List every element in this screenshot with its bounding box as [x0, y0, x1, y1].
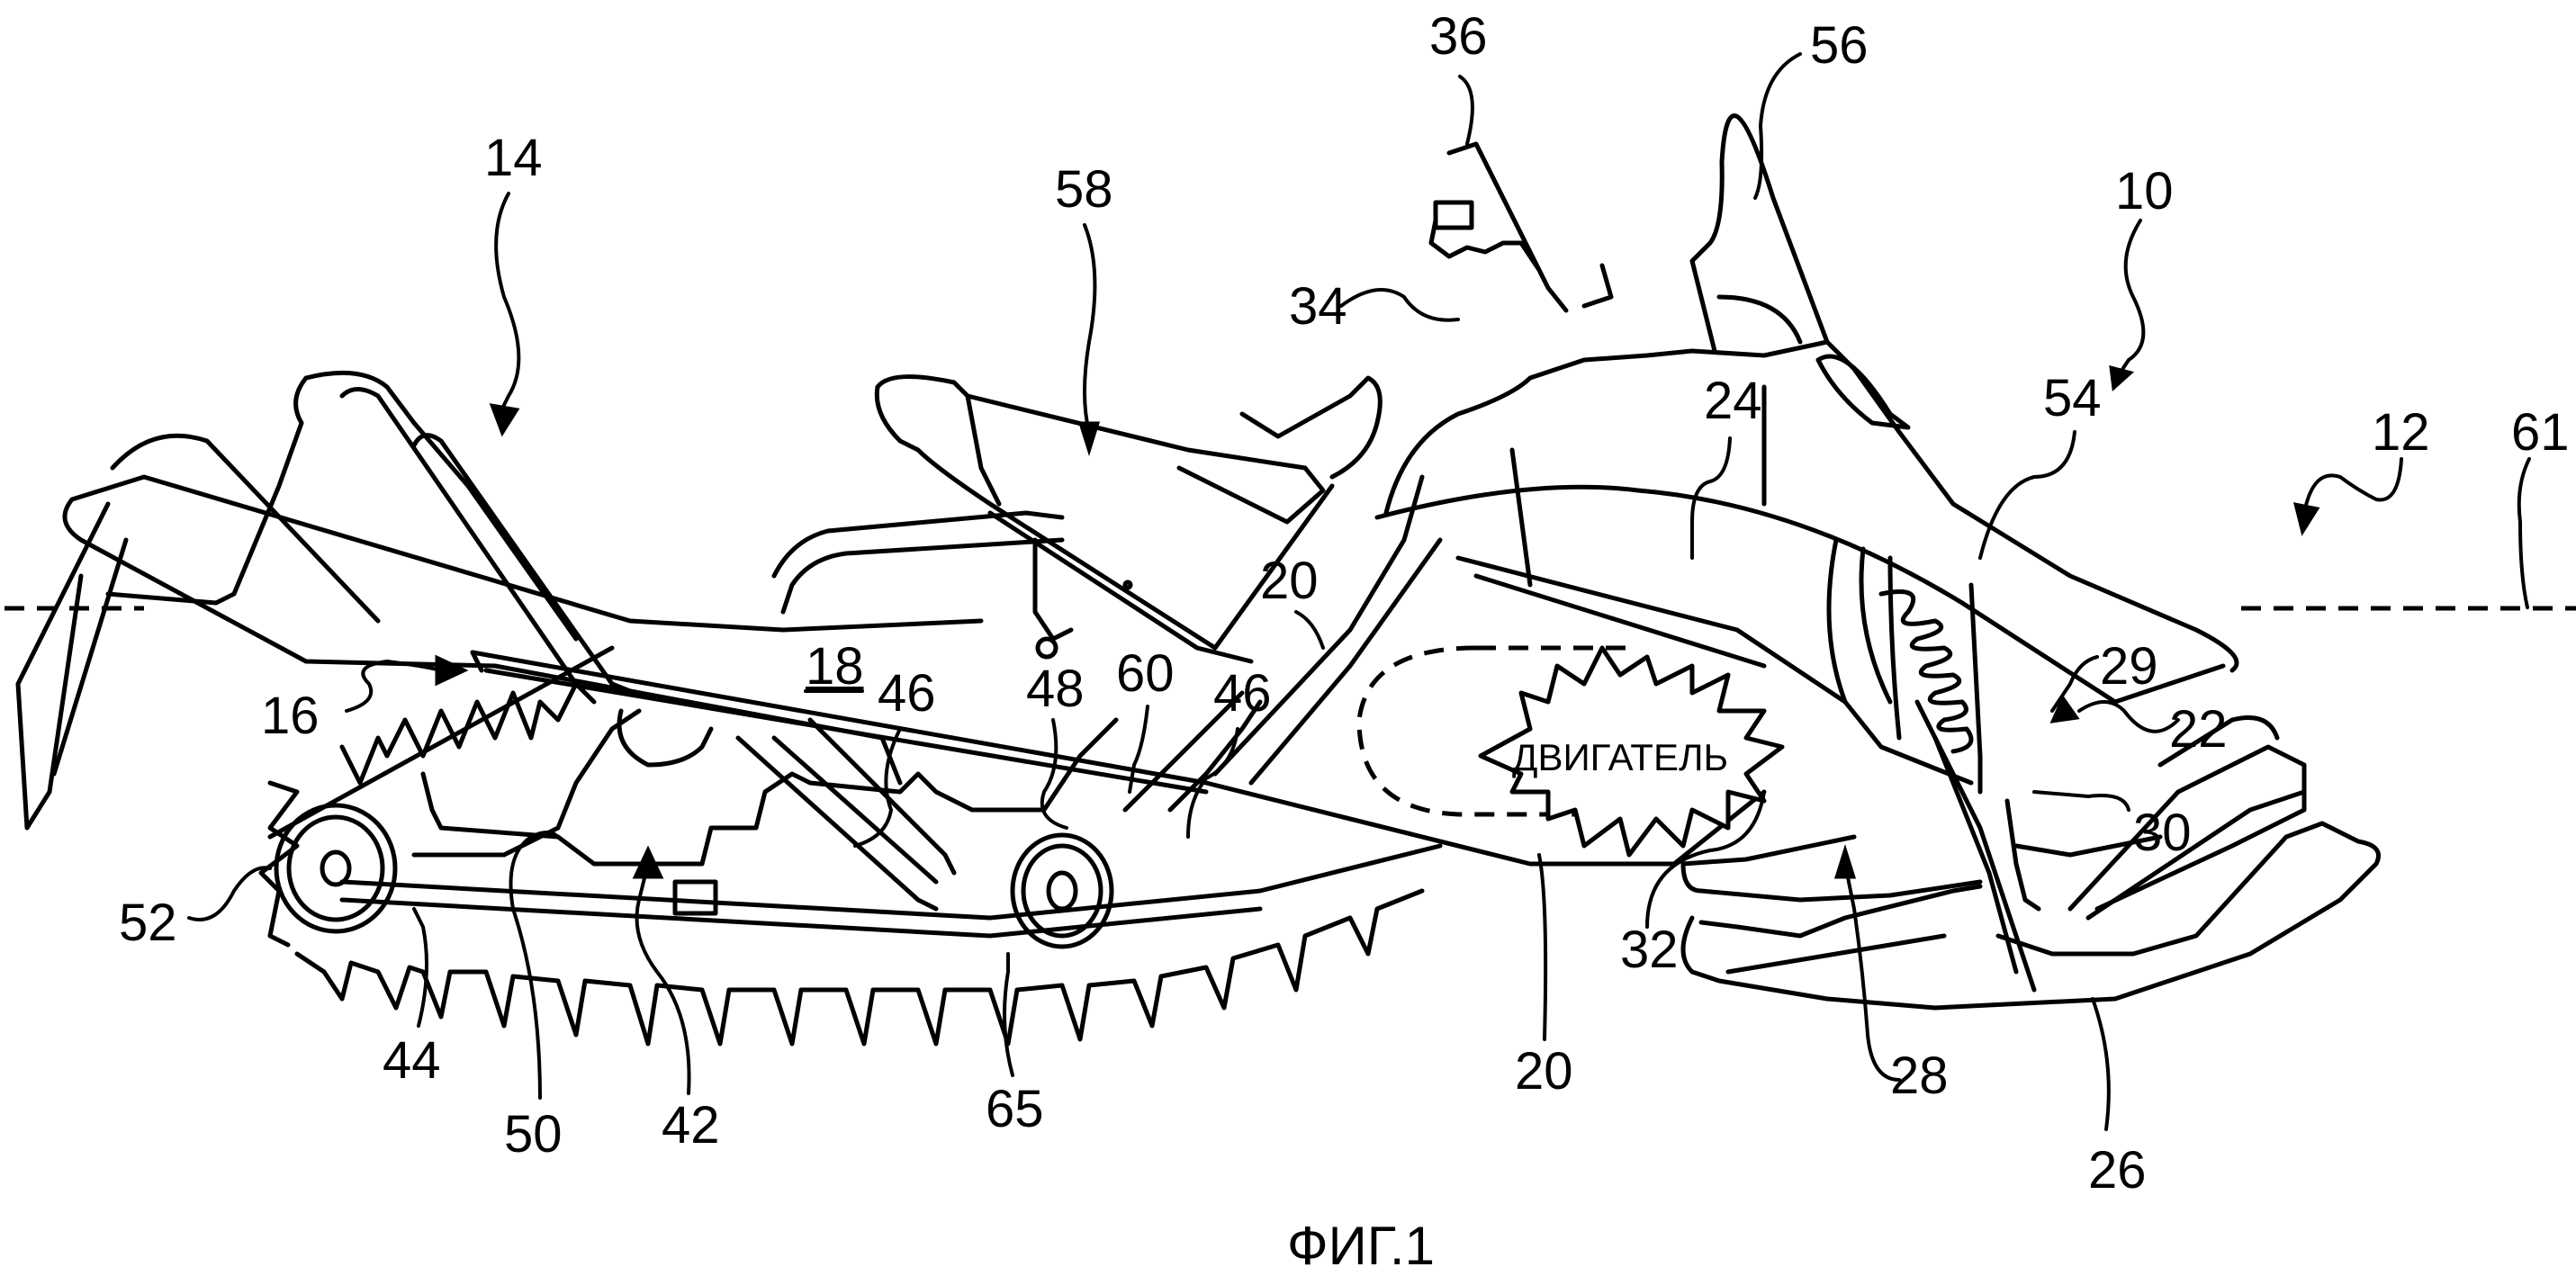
rear-grab-bar	[15, 370, 984, 831]
ref-58: 58	[1055, 160, 1113, 219]
leader-61	[2517, 457, 2531, 609]
ref-20a: 20	[1260, 552, 1319, 610]
ref-18: 18	[806, 637, 864, 696]
ref-29: 29	[2100, 637, 2158, 696]
front-suspension	[1826, 537, 2041, 993]
ref-28: 28	[1890, 1047, 1949, 1105]
leader-42	[635, 862, 691, 1095]
engine-label: ДВИГАТЕЛЬ	[1512, 736, 1728, 778]
ref-65: 65	[986, 1080, 1044, 1138]
arrow-42-icon	[632, 845, 664, 879]
ref-46b: 46	[1213, 664, 1272, 723]
leader-29	[2050, 655, 2099, 713]
leader-24	[1690, 436, 1732, 560]
reference-numerals: 14 58 36 56 10 34 54 12 61 24 20 29 22 1…	[119, 7, 2570, 1200]
ref-16: 16	[261, 687, 320, 745]
leader-54	[1978, 430, 2076, 560]
figure-caption: ФИГ.1	[1287, 1216, 1435, 1276]
leader-26	[2091, 997, 2111, 1131]
leader-60	[1128, 705, 1149, 794]
arrow-14-icon	[489, 403, 520, 437]
leader-32	[1645, 790, 1766, 929]
leader-50	[509, 831, 560, 1100]
engine: ДВИГАТЕЛЬ	[1356, 645, 1785, 858]
handlebar	[1428, 141, 1614, 313]
leader-20b	[1537, 853, 1548, 1041]
ref-30: 30	[2133, 804, 2192, 862]
rear-idler-wheel	[274, 803, 398, 934]
leader-22	[2077, 700, 2180, 733]
ref-20b: 20	[1515, 1042, 1573, 1101]
ref-14: 14	[484, 129, 543, 187]
leader-52	[187, 866, 272, 921]
arrow-12-icon	[2292, 502, 2320, 536]
ref-22: 22	[2169, 700, 2228, 759]
ref-52: 52	[119, 894, 177, 952]
ref-26: 26	[2088, 1141, 2147, 1200]
arrow-58-icon	[1077, 421, 1101, 457]
ref-12: 12	[2372, 403, 2430, 462]
engine-outline-dashed	[1356, 645, 1584, 817]
leader-16	[345, 659, 443, 713]
engine-starburst	[1478, 645, 1785, 858]
ref-10: 10	[2115, 162, 2174, 220]
arrow-10-icon	[2109, 364, 2135, 392]
tunnel	[470, 510, 1767, 867]
ref-32: 32	[1620, 921, 1679, 979]
leader-lines	[187, 52, 2531, 1131]
leader-58	[1083, 223, 1097, 434]
mid-wheel	[1010, 832, 1114, 949]
ski	[1680, 715, 2381, 1011]
ref-50: 50	[504, 1105, 563, 1164]
leader-65	[1003, 952, 1014, 1077]
arrow-16-icon	[435, 654, 469, 687]
leader-30	[2032, 790, 2130, 812]
leader-48	[1040, 718, 1068, 830]
ref-48: 48	[1026, 660, 1085, 718]
ref-54: 54	[2043, 369, 2102, 427]
leader-14	[494, 192, 521, 416]
leader-46b	[1186, 727, 1239, 839]
rear-suspension	[411, 690, 1263, 916]
track-lugs	[294, 888, 1425, 1047]
ref-56: 56	[1810, 16, 1869, 75]
ref-61: 61	[2511, 403, 2570, 462]
ref-46a: 46	[878, 664, 936, 723]
shock-spring	[1878, 589, 1974, 754]
leader-56	[1753, 52, 1802, 200]
ref-24: 24	[1704, 372, 1762, 430]
leader-36	[1458, 75, 1474, 146]
leader-20a	[1294, 610, 1325, 650]
leader-34	[1339, 288, 1460, 322]
leader-46a	[853, 727, 902, 848]
arrow-22-icon	[2049, 694, 2080, 723]
windshield	[1689, 113, 1830, 354]
ref-44: 44	[383, 1031, 441, 1090]
ref-34: 34	[1289, 277, 1347, 336]
ref-42: 42	[662, 1096, 720, 1155]
seat	[874, 374, 1383, 664]
leader-10	[2118, 219, 2146, 375]
leader-12	[2302, 457, 2403, 515]
leader-44	[412, 907, 428, 1028]
ref-60: 60	[1116, 644, 1175, 703]
arrow-28-icon	[1833, 843, 1857, 879]
ref-36: 36	[1429, 7, 1488, 66]
leader-28	[1843, 862, 1901, 1082]
